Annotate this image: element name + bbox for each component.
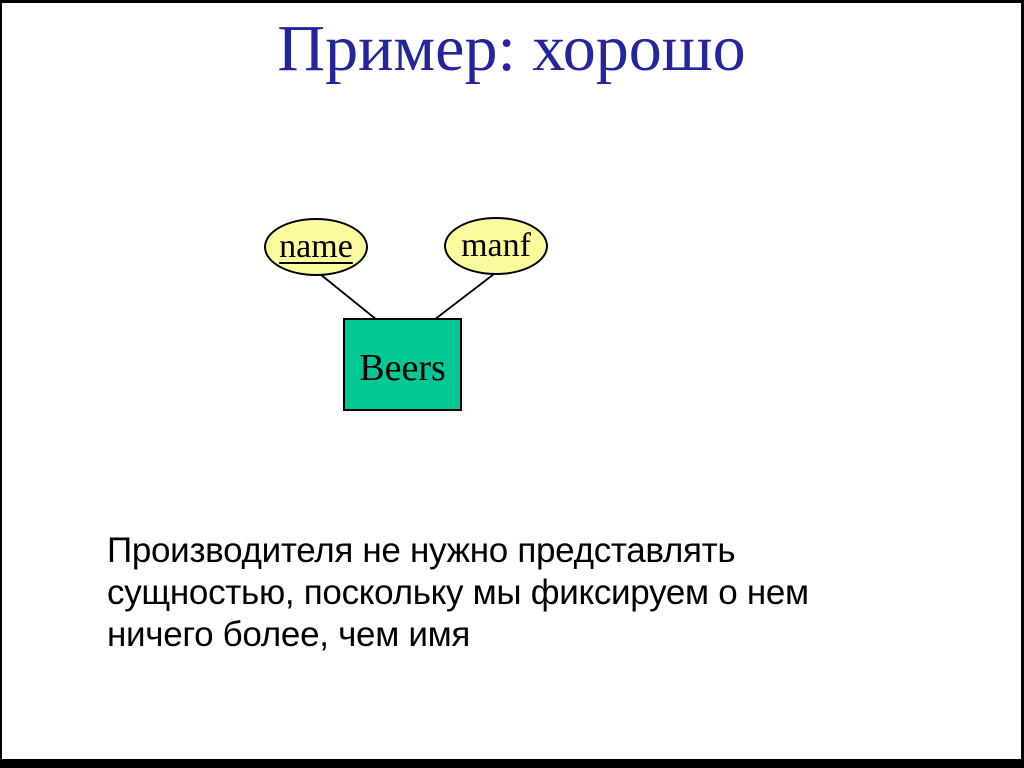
slide-title: Пример: хорошо — [277, 12, 746, 85]
connector-line-manf-to-entity — [433, 273, 495, 321]
attribute-ellipse-name: name — [264, 218, 368, 276]
attribute-label-name: name — [279, 228, 353, 265]
attribute-label-manf: manf — [461, 227, 531, 264]
connector-line-name-to-entity — [319, 273, 378, 321]
entity-label: Beers — [359, 346, 446, 389]
body-line: Производителя не нужно представлять — [107, 531, 736, 570]
body-text: Производителя не нужно представлять сущн… — [107, 530, 809, 656]
body-line: ничего более, чем имя — [107, 615, 471, 654]
entity-box-beers: Beers — [343, 318, 462, 411]
body-line: сущностью, поскольку мы фиксируем о нем — [107, 573, 809, 612]
attribute-ellipse-manf: manf — [444, 217, 548, 275]
